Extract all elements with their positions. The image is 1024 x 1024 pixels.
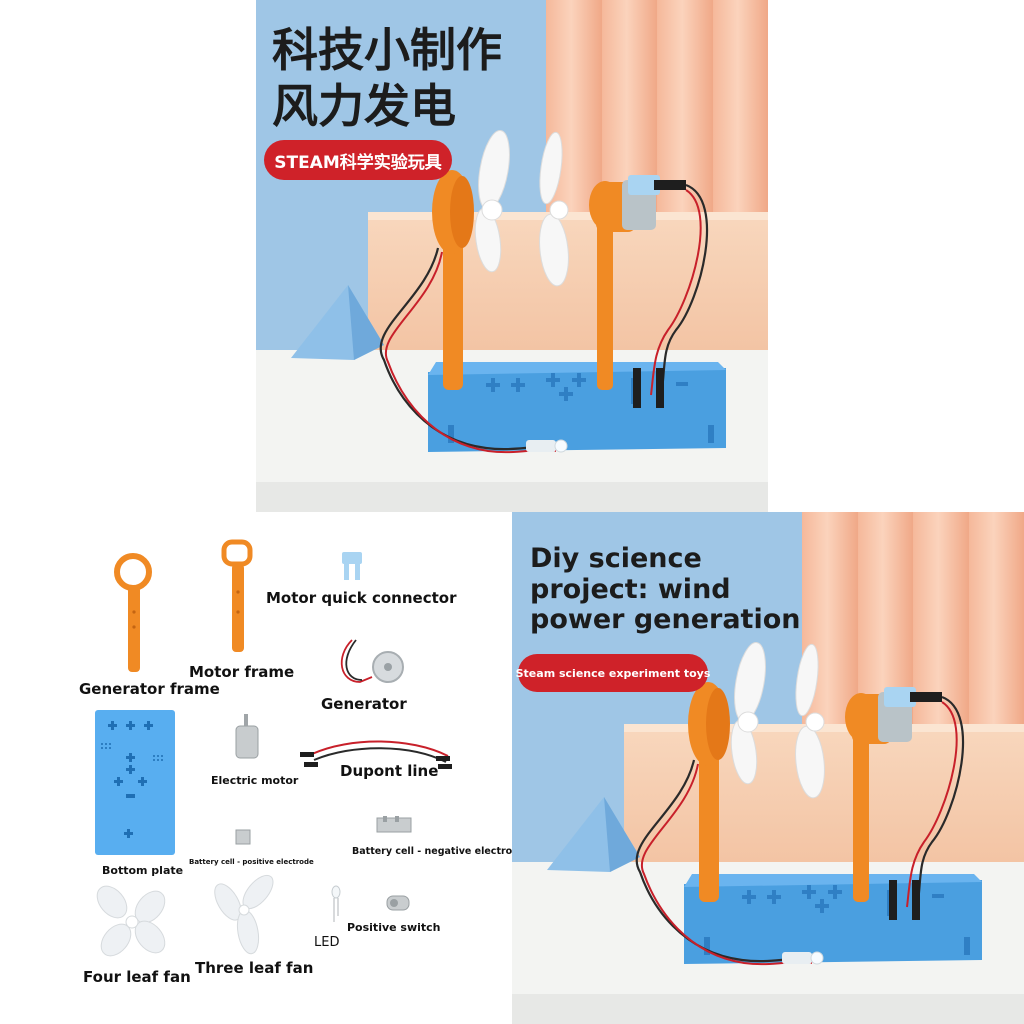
label-motor-quick-connector: Motor quick connector — [266, 589, 457, 607]
label-dupont-line: Dupont line — [340, 762, 439, 780]
bottom-plate-part — [95, 710, 175, 855]
label-generator: Generator — [321, 695, 407, 713]
label-generator-frame: Generator frame — [79, 680, 220, 698]
product-photo-bottom: Diy science project: wind power generati… — [512, 512, 1024, 1024]
led-part — [331, 885, 341, 922]
led-component — [526, 440, 556, 452]
generator-part — [340, 639, 404, 683]
label-three-leaf-fan: Three leaf fan — [195, 959, 314, 977]
three-leaf-fan — [539, 131, 569, 287]
product-photo-top: 科技小制作 风力发电 STEAM科学实验玩具 — [256, 0, 768, 512]
label-battery-positive: Battery cell - positive electrode — [189, 858, 314, 866]
label-positive-switch: Positive switch — [347, 921, 441, 934]
parts-illustrations — [95, 539, 452, 957]
led-component — [782, 952, 812, 964]
three-leaf-fan — [795, 643, 825, 799]
title-line-1: 科技小制作 — [272, 23, 502, 77]
four-leaf-fan-part — [96, 885, 166, 957]
label-four-leaf-fan: Four leaf fan — [83, 968, 191, 986]
title-en-line-2: project: wind — [530, 573, 731, 605]
battery-positive-part — [235, 829, 251, 845]
wind-generator-kit-illustration — [291, 130, 726, 454]
four-leaf-fan — [730, 642, 766, 785]
four-leaf-fan — [474, 130, 510, 273]
generator-frame — [699, 742, 719, 902]
title-en-line-1: Diy science — [530, 543, 702, 574]
steam-badge: STEAM科学实验玩具 — [264, 140, 452, 180]
motor-quick-connector-part — [342, 552, 362, 580]
title-en-block: Diy science project: wind power generati… — [530, 543, 801, 636]
motor-frame-part — [221, 539, 253, 652]
generator-frame — [443, 230, 463, 390]
label-motor-frame: Motor frame — [189, 663, 295, 681]
generator-frame-part — [114, 553, 152, 672]
electric-motor-part — [235, 714, 259, 759]
positive-switch-part — [386, 895, 410, 911]
label-bottom-plate: Bottom plate — [102, 864, 184, 877]
parts-list-panel: Generator frame Motor frame Motor quick … — [0, 512, 512, 1024]
label-electric-motor: Electric motor — [211, 774, 299, 787]
wind-generator-kit-illustration — [547, 642, 982, 966]
motor-frame — [853, 732, 869, 902]
label-battery-negative: Battery cell - negative electrode — [352, 846, 512, 857]
motor-frame — [597, 220, 613, 390]
title-en-line-3: power generation — [530, 604, 801, 635]
dupont-line-part — [300, 740, 452, 769]
three-leaf-fan-part — [214, 874, 274, 955]
label-led: LED — [314, 935, 340, 950]
steam-badge-en: Steam science experiment toys — [516, 654, 710, 692]
battery-negative-part — [376, 816, 412, 833]
pedestal-block — [368, 215, 768, 350]
title-line-2: 风力发电 — [272, 79, 456, 133]
pedestal-block — [624, 727, 1024, 862]
